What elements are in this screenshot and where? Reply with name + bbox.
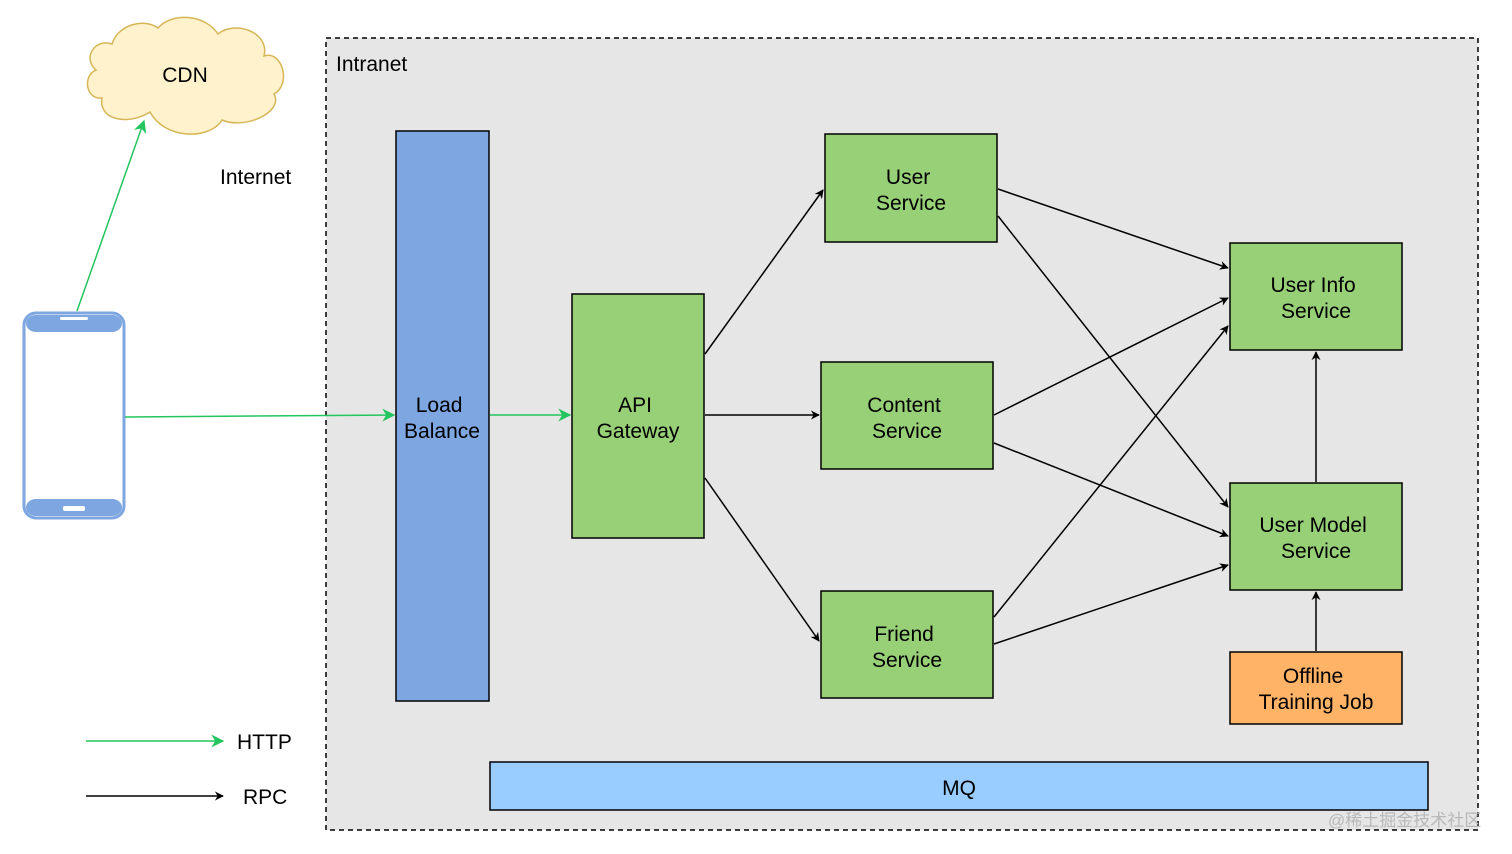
offline-training-job-label-line2: Training Job	[1259, 691, 1374, 714]
phone-home-button	[63, 506, 85, 511]
load-balance-label: Load Balance	[404, 394, 480, 443]
mq-node: MQ	[489, 761, 1429, 811]
edge-friend-service-to-user-model	[993, 563, 1229, 645]
api-gateway-label-line1: API	[618, 394, 652, 417]
intranet-label: Intranet	[336, 53, 407, 76]
offline-training-job-node: Offline Training Job	[1229, 651, 1403, 725]
user-model-service-label: User Model Service	[1259, 514, 1372, 563]
watermark-text: @稀土掘金技术社区	[1328, 811, 1481, 830]
user-service-label-line1: User	[886, 166, 930, 189]
user-info-service-node: User Info Service	[1229, 242, 1403, 351]
content-service-label-line1: Content	[867, 394, 941, 417]
load-balance-label-line2: Balance	[404, 420, 480, 443]
user-model-service-label-line2: Service	[1281, 540, 1351, 563]
phone-client	[22, 311, 126, 520]
legend: HTTP RPC	[86, 731, 292, 809]
friend-service-label-line2: Service	[872, 649, 942, 672]
legend-rpc-label: RPC	[243, 786, 287, 809]
edge-gateway-to-user-service	[704, 189, 824, 355]
edge-user-service-to-user-info	[997, 188, 1229, 270]
internet-label: Internet	[220, 166, 291, 189]
user-service-node: User Service	[824, 133, 998, 243]
edge-friend-service-to-user-info	[993, 325, 1229, 618]
friend-service-node: Friend Service	[820, 590, 994, 699]
edge-phone-to-load-balance	[124, 408, 396, 422]
phone-speaker	[60, 317, 88, 320]
load-balance-node: Load Balance	[395, 130, 490, 702]
mq-label: MQ	[942, 777, 976, 800]
user-service-label: User Service	[876, 166, 946, 215]
user-info-service-label-line1: User Info	[1270, 274, 1355, 297]
content-service-node: Content Service	[820, 361, 994, 470]
user-model-service-node: User Model Service	[1229, 482, 1403, 591]
edge-content-service-to-user-model	[993, 442, 1229, 538]
phone-top-bezel	[26, 315, 122, 332]
offline-training-job-label: Offline Training Job	[1259, 665, 1374, 714]
edge-user-service-to-user-model	[997, 215, 1229, 508]
api-gateway-node: API Gateway	[571, 293, 705, 539]
cdn-label: CDN	[162, 64, 208, 87]
offline-training-job-label-line1: Offline	[1283, 665, 1343, 688]
load-balance-label-line1: Load	[416, 394, 463, 417]
friend-service-label-line1: Friend	[874, 623, 934, 646]
user-model-service-label-line1: User Model	[1259, 514, 1366, 537]
content-service-label-line2: Service	[872, 420, 942, 443]
user-service-label-line2: Service	[876, 192, 946, 215]
user-info-service-label-line2: Service	[1281, 300, 1351, 323]
content-service-label: Content Service	[867, 394, 946, 443]
edge-gateway-to-friend-service	[704, 477, 820, 642]
user-info-service-label: User Info Service	[1270, 274, 1361, 323]
cdn-cloud: CDN	[86, 16, 285, 135]
cloud-icon	[86, 16, 285, 135]
edge-phone-to-cdn	[76, 119, 147, 312]
api-gateway-label-line2: Gateway	[597, 420, 680, 443]
legend-http-label: HTTP	[237, 731, 292, 754]
edge-content-service-to-user-info	[993, 297, 1229, 416]
phone-icon	[22, 311, 126, 520]
friend-service-label: Friend Service	[872, 623, 942, 672]
api-gateway-label: API Gateway	[597, 394, 680, 443]
